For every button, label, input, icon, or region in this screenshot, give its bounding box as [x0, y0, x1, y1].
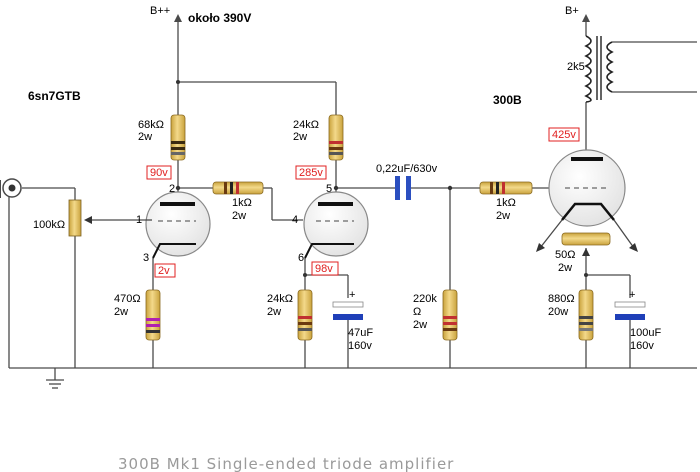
tube-6sn7-triode-1	[145, 191, 211, 259]
output-transformer	[584, 35, 614, 103]
label-c100: 100uF	[630, 327, 661, 339]
pin-1: 1	[136, 214, 142, 226]
label-r24k-top-w: 2w	[293, 131, 307, 143]
junction-dots	[175, 80, 588, 277]
label-r1k-300b: 1kΩ	[496, 197, 516, 209]
pin-4: 4	[292, 214, 298, 226]
voltage-285v: 285v	[299, 167, 323, 179]
resistor-1k-grid	[212, 181, 264, 195]
voltage-90v: 90v	[150, 167, 168, 179]
label-bplus: B+	[565, 5, 579, 17]
label-tube-300b: 300B	[493, 93, 522, 107]
label-plus-47: +	[349, 289, 355, 301]
pin-3: 3	[143, 252, 149, 264]
resistor-50-hum	[561, 232, 611, 256]
resistor-24k-anode	[328, 114, 344, 161]
label-c47-v: 160v	[348, 340, 372, 352]
label-r880-w: 20w	[548, 306, 568, 318]
resistor-24k-cathode	[297, 289, 313, 341]
label-coupling-cap: 0,22uF/630v	[376, 163, 438, 175]
capacitor-47uf	[332, 301, 364, 320]
label-2k5: 2k5	[567, 61, 585, 73]
resistor-1k-300b	[479, 181, 533, 195]
tube-6sn7-triode-2	[303, 191, 369, 259]
resistor-68k	[170, 114, 186, 161]
voltage-98v: 98v	[315, 263, 333, 275]
diagram-caption: 300B Mk1 Single-ended triode amplifier	[118, 455, 454, 472]
volume-potentiometer	[68, 199, 92, 237]
wires	[8, 20, 697, 369]
label-r50-w: 2w	[558, 262, 572, 274]
label-r220k-w: 2w	[413, 319, 427, 331]
resistor-470	[145, 289, 161, 341]
label-pot: 100kΩ	[33, 219, 65, 231]
capacitor-100uf	[614, 301, 646, 320]
bplus-arrow	[582, 14, 590, 22]
label-r1k-300b-w: 2w	[496, 210, 510, 222]
label-r68k: 68kΩ	[138, 119, 164, 131]
label-r1k-grid: 1kΩ	[232, 197, 252, 209]
resistor-880	[578, 289, 594, 341]
label-about-390v: około 390V	[188, 11, 251, 25]
label-c100-v: 160v	[630, 340, 654, 352]
label-r220k: 220k	[413, 293, 437, 305]
pin-6: 6	[298, 252, 304, 264]
label-r1k-grid-w: 2w	[232, 210, 246, 222]
label-r24k-top: 24kΩ	[293, 119, 319, 131]
bplusplus-arrow	[174, 14, 182, 22]
label-bplusplus: B++	[150, 5, 170, 17]
label-r24k-bot-w: 2w	[267, 306, 281, 318]
label-plus-100: +	[629, 289, 635, 301]
label-r220k-ohm: Ω	[413, 306, 421, 318]
tube-300b	[536, 149, 638, 252]
voltage-2v: 2v	[158, 265, 170, 277]
ground-symbol	[46, 368, 64, 389]
label-r50: 50Ω	[555, 249, 575, 261]
voltage-boxes	[146, 127, 580, 278]
label-r470-w: 2w	[114, 306, 128, 318]
pin-2: 2	[169, 183, 175, 195]
label-tube-6sn7: 6sn7GTB	[28, 89, 81, 103]
label-r24k-bot: 24kΩ	[267, 293, 293, 305]
pin-5: 5	[326, 183, 332, 195]
label-r68k-w: 2w	[138, 131, 152, 143]
label-r470: 470Ω	[114, 293, 141, 305]
input-jack	[0, 178, 22, 198]
label-r880: 880Ω	[548, 293, 575, 305]
coupling-capacitor	[395, 176, 411, 200]
resistor-220k	[442, 289, 458, 341]
voltage-425v: 425v	[552, 129, 576, 141]
label-c47: 47uF	[348, 327, 373, 339]
